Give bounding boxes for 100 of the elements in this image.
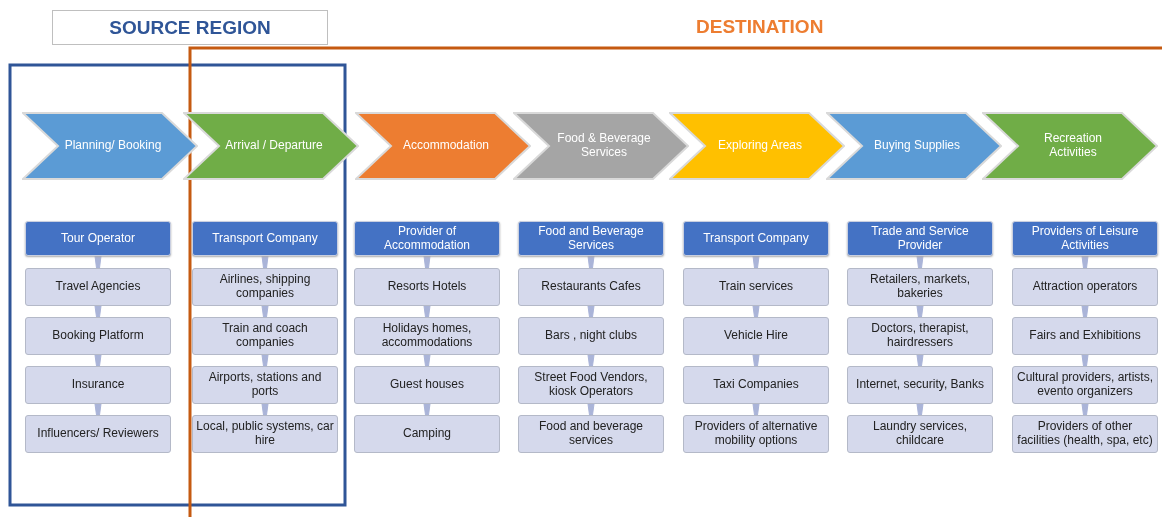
provider-box bbox=[25, 415, 171, 453]
connector bbox=[1081, 403, 1089, 416]
connector bbox=[423, 305, 431, 318]
region-heading: SOURCE REGION bbox=[109, 16, 271, 39]
box-label: Transport Company bbox=[703, 231, 809, 246]
step-label: Planning/ Booking bbox=[64, 139, 162, 153]
connector bbox=[94, 255, 102, 269]
box-label: Airports, stations and ports bbox=[207, 371, 323, 399]
step-label: Food & Beverage Services bbox=[556, 132, 652, 160]
provider-box bbox=[25, 317, 171, 355]
provider-box bbox=[354, 366, 500, 404]
box-label: Airlines, shipping companies bbox=[218, 273, 312, 301]
box-label: Insurance bbox=[71, 378, 125, 392]
box-label: Laundry services, childcare bbox=[871, 420, 968, 448]
provider-box bbox=[354, 317, 500, 355]
box-label: Internet, security, Banks bbox=[856, 378, 984, 392]
box-label: Vehicle Hire bbox=[724, 329, 788, 343]
provider-box bbox=[25, 366, 171, 404]
connector bbox=[94, 403, 102, 416]
provider-box bbox=[192, 268, 338, 306]
chevron-step bbox=[183, 112, 359, 180]
category-header-box bbox=[192, 221, 338, 256]
step-label: Arrival / Departure bbox=[225, 139, 323, 153]
connector bbox=[261, 255, 269, 269]
provider-box bbox=[192, 366, 338, 404]
provider-box bbox=[847, 415, 993, 453]
provider-box bbox=[683, 268, 829, 306]
connector bbox=[423, 403, 431, 416]
connector bbox=[1081, 255, 1089, 269]
connector bbox=[94, 354, 102, 367]
connector bbox=[752, 305, 760, 318]
step-label: Exploring Areas bbox=[717, 139, 802, 153]
box-label: Food and Beverage Services bbox=[537, 224, 645, 253]
provider-box bbox=[683, 317, 829, 355]
provider-box bbox=[683, 366, 829, 404]
box-label: Provider of Accommodation bbox=[382, 224, 471, 253]
connector bbox=[587, 403, 595, 416]
provider-box bbox=[847, 268, 993, 306]
category-header-box bbox=[683, 221, 829, 256]
box-label: Resorts Hotels bbox=[387, 280, 467, 294]
box-label: Train and coach companies bbox=[221, 322, 309, 350]
box-label: Street Food Vendors, kiosk Operators bbox=[533, 371, 649, 399]
box-label: Booking Platform bbox=[52, 329, 144, 343]
provider-box bbox=[192, 317, 338, 355]
box-label: Guest houses bbox=[389, 378, 464, 392]
step-label: Buying Supplies bbox=[873, 139, 961, 153]
box-label: Food and beverage services bbox=[537, 420, 645, 448]
box-label: Travel Agencies bbox=[55, 280, 141, 294]
connector bbox=[423, 255, 431, 269]
category-header-box bbox=[354, 221, 500, 256]
chevron-step bbox=[982, 112, 1158, 180]
box-label: Retailers, markets, bakeries bbox=[869, 273, 971, 301]
connector bbox=[752, 354, 760, 367]
connector bbox=[94, 305, 102, 318]
provider-box bbox=[1012, 268, 1158, 306]
region-heading: DESTINATION bbox=[696, 16, 824, 38]
box-label: Taxi Companies bbox=[713, 378, 799, 392]
category-header-box bbox=[1012, 221, 1158, 256]
chevron-step bbox=[669, 112, 845, 180]
provider-box bbox=[847, 317, 993, 355]
connector bbox=[587, 305, 595, 318]
provider-box bbox=[354, 415, 500, 453]
category-header-box bbox=[25, 221, 171, 256]
connector bbox=[1081, 354, 1089, 367]
chevron-step bbox=[355, 112, 531, 180]
provider-box bbox=[683, 415, 829, 453]
connector bbox=[587, 255, 595, 269]
connector bbox=[423, 354, 431, 367]
chevron-step bbox=[513, 112, 689, 180]
step-label: Accommodation bbox=[402, 139, 489, 153]
connector bbox=[1081, 305, 1089, 318]
box-label: Trade and Service Provider bbox=[870, 224, 970, 253]
step-label: Recreation Activities bbox=[1043, 132, 1103, 160]
chevron-step bbox=[826, 112, 1002, 180]
connector bbox=[752, 255, 760, 269]
region-title-box bbox=[52, 10, 328, 45]
box-label: Providers of alternative mobility options bbox=[693, 420, 819, 448]
box-label: Holidays homes, accommodations bbox=[380, 322, 474, 350]
connector bbox=[916, 354, 924, 367]
box-label: Doctors, therapist, hairdressers bbox=[870, 322, 970, 350]
connector bbox=[916, 255, 924, 269]
box-label: Local, public systems, car hire bbox=[195, 420, 335, 448]
box-label: Camping bbox=[403, 427, 451, 441]
box-label: Tour Operator bbox=[60, 231, 135, 246]
box-label: Providers of other facilities (health, spa, etc) bbox=[1016, 420, 1154, 448]
box-label: Bars , night clubs bbox=[544, 329, 637, 343]
connector bbox=[916, 403, 924, 416]
box-label: Providers of Leisure Activities bbox=[1030, 224, 1140, 253]
provider-box bbox=[518, 268, 664, 306]
connector bbox=[752, 403, 760, 416]
connector bbox=[587, 354, 595, 367]
provider-box bbox=[354, 268, 500, 306]
box-label: Transport Company bbox=[212, 231, 318, 246]
provider-box bbox=[1012, 317, 1158, 355]
provider-box bbox=[847, 366, 993, 404]
category-header-box bbox=[847, 221, 993, 256]
provider-box bbox=[25, 268, 171, 306]
chevron-step bbox=[22, 112, 198, 180]
box-label: Train services bbox=[718, 280, 794, 294]
connector bbox=[916, 305, 924, 318]
